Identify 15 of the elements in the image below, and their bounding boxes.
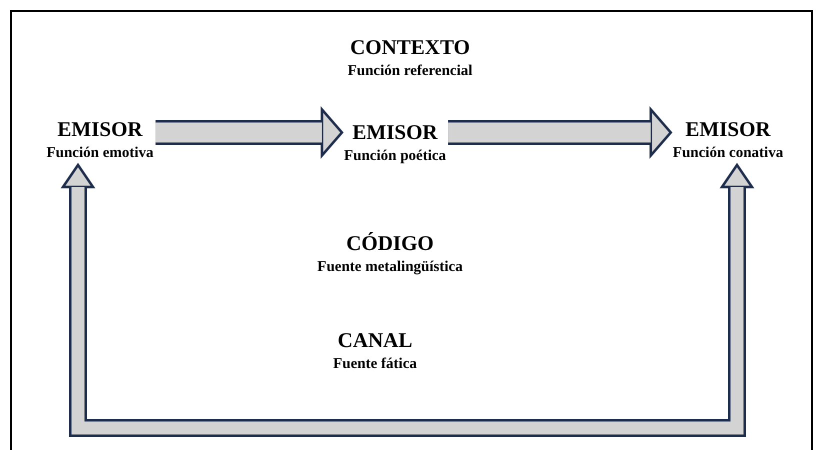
block-arrow [448, 108, 672, 157]
block-arrow [62, 164, 754, 437]
node-heading: CÓDIGO [346, 230, 434, 257]
node-subheading: Fuente metalingüística [317, 258, 463, 277]
node-subheading: Función poética [344, 147, 446, 166]
node-subheading: Función conativa [672, 144, 784, 163]
node-heading: EMISOR [57, 116, 143, 143]
block-arrow [156, 108, 344, 157]
node-heading: EMISOR [685, 116, 771, 143]
node-heading: EMISOR [352, 119, 438, 146]
node-subheading: Fuente fática [333, 355, 417, 374]
node-heading: CANAL [338, 327, 412, 354]
node-subheading: Función referencial [348, 62, 472, 81]
node-subheading: Función emotiva [46, 144, 154, 163]
node-heading: CONTEXTO [350, 34, 470, 61]
